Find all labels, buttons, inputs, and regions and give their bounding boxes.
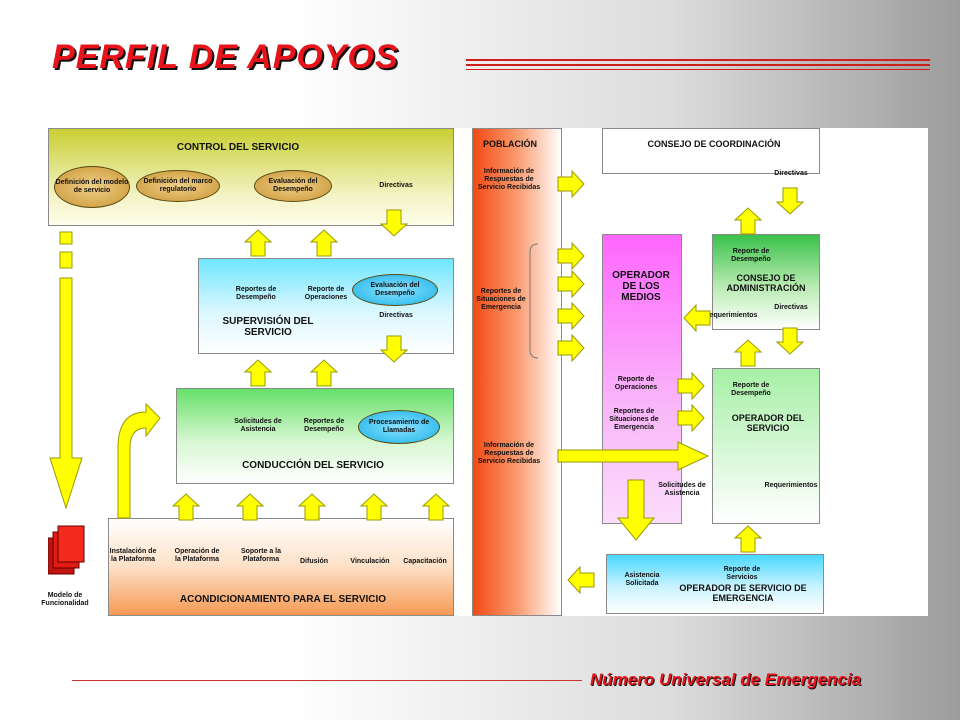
arrows-layer [48, 170, 804, 594]
footer-text: Número Universal de Emergencia [590, 670, 862, 689]
acond-item-vinculacion: Vinculación [350, 558, 390, 565]
arrow-up-acond-3 [298, 493, 326, 521]
arrow-up-acond-1 [172, 493, 200, 521]
os-reporte: Reporte de Desempeño [731, 382, 771, 398]
arrow-down-ca [776, 327, 804, 355]
conduccion-heading: CONDUCCIÓN DEL SERVICIO [242, 460, 384, 471]
ca-reporte: Reporte de Desempeño [731, 248, 771, 264]
sup-directivas: Directivas [379, 312, 413, 319]
arrow-left-em [567, 566, 595, 594]
consejo-admin-heading: CONSEJO DE ADMINISTRACIÓN [726, 273, 806, 293]
arrow-right-pob-5 [557, 334, 585, 362]
arrow-right-pob-4 [557, 302, 585, 330]
oval-evaluacion-sup: Evaluación del Desempeño [352, 274, 438, 306]
control-directivas: Directivas [379, 182, 413, 189]
ca-requerimientos: Requerimientos [704, 312, 758, 319]
poblacion-reportes: Reportes de Situaciones de Emergencia [476, 288, 526, 312]
arrow-up-em [734, 525, 762, 553]
cond-solicitudes: Solicitudes de Asistencia [234, 418, 282, 434]
arrow-right-long [557, 441, 710, 471]
oval-modelo: Definición del modelo de servicio [54, 166, 130, 208]
supervision-heading: SUPERVISIÓN DEL SERVICIO [222, 316, 314, 338]
consejo-admin-box [712, 234, 820, 330]
consejo-coord-heading: CONSEJO DE COORDINACIÓN [647, 139, 781, 149]
om-reporte-operaciones: Reporte de Operaciones [614, 376, 658, 392]
arrow-right-pob-2 [557, 242, 585, 270]
acond-item-difusion: Difusión [300, 558, 328, 565]
poblacion-box [472, 128, 562, 616]
arrow-right-pob-3 [557, 270, 585, 298]
em-reporte: Reporte de Servicios [723, 566, 761, 582]
oval-procesamiento: Procesamiento de Llamadas [358, 410, 440, 444]
conduccion-box [176, 388, 454, 484]
bracket [529, 243, 539, 359]
arrow-big-down [49, 277, 83, 510]
title-rule-3 [466, 69, 930, 70]
operador-medios-heading: OPERADOR DE LOS MEDIOS [612, 270, 670, 303]
operador-medios-box [602, 234, 682, 524]
title-rule-2 [466, 64, 930, 66]
poblacion-info2: Información de Respuestas de Servicio Re… [477, 442, 541, 466]
emergencia-heading: OPERADOR DE SERVICIO DE EMERGENCIA [679, 583, 807, 603]
emergencia-box [606, 554, 824, 614]
arrow-up-acond-2 [236, 493, 264, 521]
operador-servicio-box [712, 368, 820, 524]
arrow-down-directivas-1 [380, 209, 408, 237]
acond-item-instalacion: Instalación de la Plataforma [109, 548, 157, 564]
arrow-up-ca [734, 207, 762, 235]
arrow-up-acond-5 [422, 493, 450, 521]
os-solicitudes: Solicitudes de Asistencia [658, 482, 706, 498]
om-reportes-situaciones: Reportes de Situaciones de Emergencia [609, 408, 659, 432]
arrow-down-cc [776, 187, 804, 215]
page-title: PERFIL DE APOYOS [52, 38, 399, 76]
poblacion-heading: POBLACIÓN [483, 139, 537, 149]
control-heading: CONTROL DEL SERVICIO [176, 142, 300, 153]
arrow-up-acond-4 [360, 493, 388, 521]
acond-item-operacion: Operación de la Plataforma [174, 548, 220, 564]
sup-reporte-operaciones: Reporte de Operaciones [304, 286, 348, 302]
footer-rule [72, 680, 582, 681]
cond-reportes-desempeno: Reportes de Desempeño [303, 418, 345, 434]
oval-evaluacion-control: Evaluación del Desempeño [254, 170, 332, 202]
arrow-down-solicitudes [616, 479, 656, 541]
arrow-up-cond-2 [310, 359, 338, 387]
modelo-icon [48, 525, 85, 575]
os-requerimientos: Requerimientos [764, 482, 818, 489]
arrow-up-sup-1 [244, 229, 272, 257]
ca-directivas: Directivas [774, 304, 808, 311]
acond-box [108, 518, 454, 616]
supervision-box [198, 258, 454, 354]
em-asistencia: Asistencia Solicitada [624, 572, 660, 588]
operador-servicio-heading: OPERADOR DEL SERVICIO [731, 413, 805, 433]
diagram: CONTROL DEL SERVICIO Definición del mode… [41, 128, 928, 616]
arrow-right-pob-1 [557, 170, 585, 198]
consejo-coord-directivas: Directivas [774, 170, 808, 177]
arrow-right-om-2 [677, 404, 705, 432]
consejo-coord-box [602, 128, 820, 174]
poblacion-info1: Información de Respuestas de Servicio Re… [477, 168, 541, 192]
oval-marco: Definición del marco regulatorio [136, 170, 220, 202]
arrow-right-om-1 [677, 372, 705, 400]
acond-item-soporte: Soporte a la Plataforma [240, 548, 282, 564]
arrow-up-os [734, 339, 762, 367]
acond-item-capacitacion: Capacitación [403, 558, 447, 565]
arrow-curved [117, 402, 161, 519]
arrow-up-cond-1 [244, 359, 272, 387]
arrow-left-req [683, 304, 711, 332]
arrow-up-sup-2 [310, 229, 338, 257]
acond-heading: ACONDICIONAMIENTO PARA EL SERVICIO [179, 594, 387, 605]
title-rule [466, 59, 930, 61]
sup-reportes-desempeno: Reportes de Desempeño [235, 286, 277, 302]
arrow-down-directivas-2 [380, 335, 408, 363]
modelo-label: Modelo de Funcionalidad [41, 592, 89, 608]
